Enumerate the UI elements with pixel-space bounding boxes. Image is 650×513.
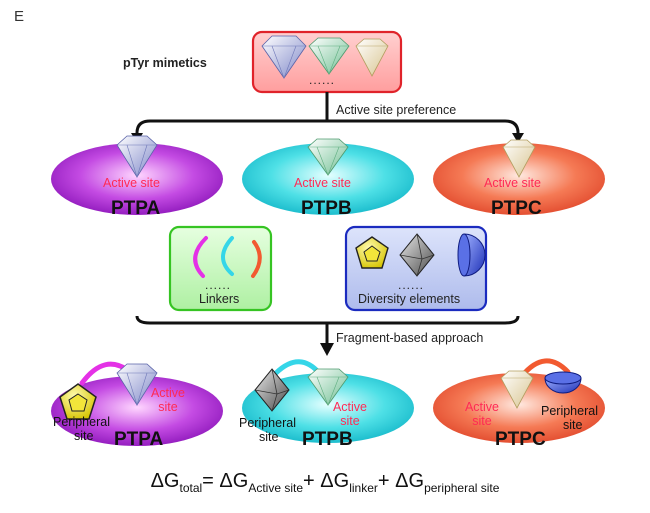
fragment-arrow-head — [320, 343, 334, 356]
mimetics-ellipsis: ...... — [309, 73, 336, 87]
ptpc-peripheral-site-label: site — [563, 418, 583, 432]
ptpb-octahedron-icon — [254, 368, 290, 412]
preference-label: Active site preference — [334, 103, 459, 117]
eq-equals: = — [202, 470, 220, 492]
ptpb-site-label: Active site — [294, 176, 351, 190]
ptpc-name: PTPC — [491, 198, 542, 219]
ptpb-bottom-active-label: Active site — [332, 400, 368, 428]
eq-plus-2: + — [377, 470, 396, 492]
hemisphere-icon — [457, 233, 486, 277]
ptpa-ellipse — [51, 143, 223, 215]
ptpa-dodecahedron-icon — [59, 383, 97, 420]
ptpb-ellipse — [242, 143, 414, 215]
blue-gem-icon — [261, 35, 307, 79]
linkers-box — [168, 225, 273, 312]
cream-gem-icon — [355, 38, 389, 77]
ptpa-peripheral-site-label: site — [74, 429, 94, 443]
ptpb-peripheral-label: Peripheral — [239, 416, 296, 430]
eq-sub-total: total — [179, 481, 203, 495]
cyan-linker-icon — [221, 236, 234, 276]
ptpc-site-label: Active site — [484, 176, 541, 190]
ptpb-peripheral-site-label: site — [259, 430, 279, 444]
ptpc-gem-icon — [502, 139, 536, 178]
ptpa-name: PTPA — [111, 198, 161, 219]
ptpa-bottom-gem-icon — [116, 363, 158, 407]
eq-delta-linker: ΔG — [320, 470, 350, 492]
ptpc-bottom-active-label: Active site — [464, 400, 500, 428]
ptpc-peripheral-label: Peripheral — [541, 404, 598, 418]
diversity-label: Diversity elements — [358, 292, 461, 306]
ptpc-bottom-name: PTPC — [495, 429, 546, 450]
linkers-label: Linkers — [199, 292, 240, 306]
dodecahedron-icon — [355, 236, 389, 269]
mimetics-label: pTyr mimetics — [123, 56, 207, 70]
arrow-head-right — [512, 133, 524, 143]
ptpa-gem-icon — [116, 135, 158, 179]
eq-sub-linker: linker — [349, 481, 378, 495]
free-energy-equation: ΔGtotal= ΔGActive site+ ΔGlinker+ ΔGperi… — [0, 470, 650, 495]
ptpa-site-label: Active site — [103, 176, 160, 190]
ptpa-peripheral-label: Peripheral — [53, 415, 110, 429]
eq-delta-peripheral: ΔG — [395, 470, 425, 492]
fragment-label: Fragment-based approach — [334, 331, 486, 345]
magenta-linker-icon — [193, 236, 208, 278]
ptpa-bottom-name: PTPA — [114, 429, 164, 450]
ptpa-bottom-ellipse — [51, 376, 223, 446]
eq-sub-peripheral: peripheral site — [424, 481, 500, 495]
ptpb-bottom-name: PTPB — [302, 429, 353, 450]
ptpc-bottom-gem-icon — [500, 370, 534, 409]
ptpb-gem-icon — [307, 138, 349, 176]
ptpa-bottom-active-label: Active site — [150, 386, 186, 414]
eq-plus-1: + — [303, 470, 321, 492]
ptpc-ellipse — [433, 143, 605, 215]
eq-delta-total: ΔG — [150, 470, 180, 492]
octahedron-icon — [399, 233, 435, 277]
ptpb-bottom-gem-icon — [307, 368, 349, 406]
fragment-bracket — [135, 315, 520, 345]
linkers-ellipsis: ...... — [205, 278, 232, 292]
preference-bracket — [135, 92, 520, 134]
eq-sub-active: Active site — [248, 481, 304, 495]
green-gem-icon — [308, 37, 350, 75]
ptpb-name: PTPB — [301, 198, 352, 219]
diversity-ellipsis: ...... — [398, 278, 425, 292]
eq-delta-active: ΔG — [219, 470, 249, 492]
ptpc-hemisphere-icon — [544, 371, 582, 394]
orange-linker-icon — [251, 240, 262, 278]
panel-letter: E — [14, 8, 25, 25]
